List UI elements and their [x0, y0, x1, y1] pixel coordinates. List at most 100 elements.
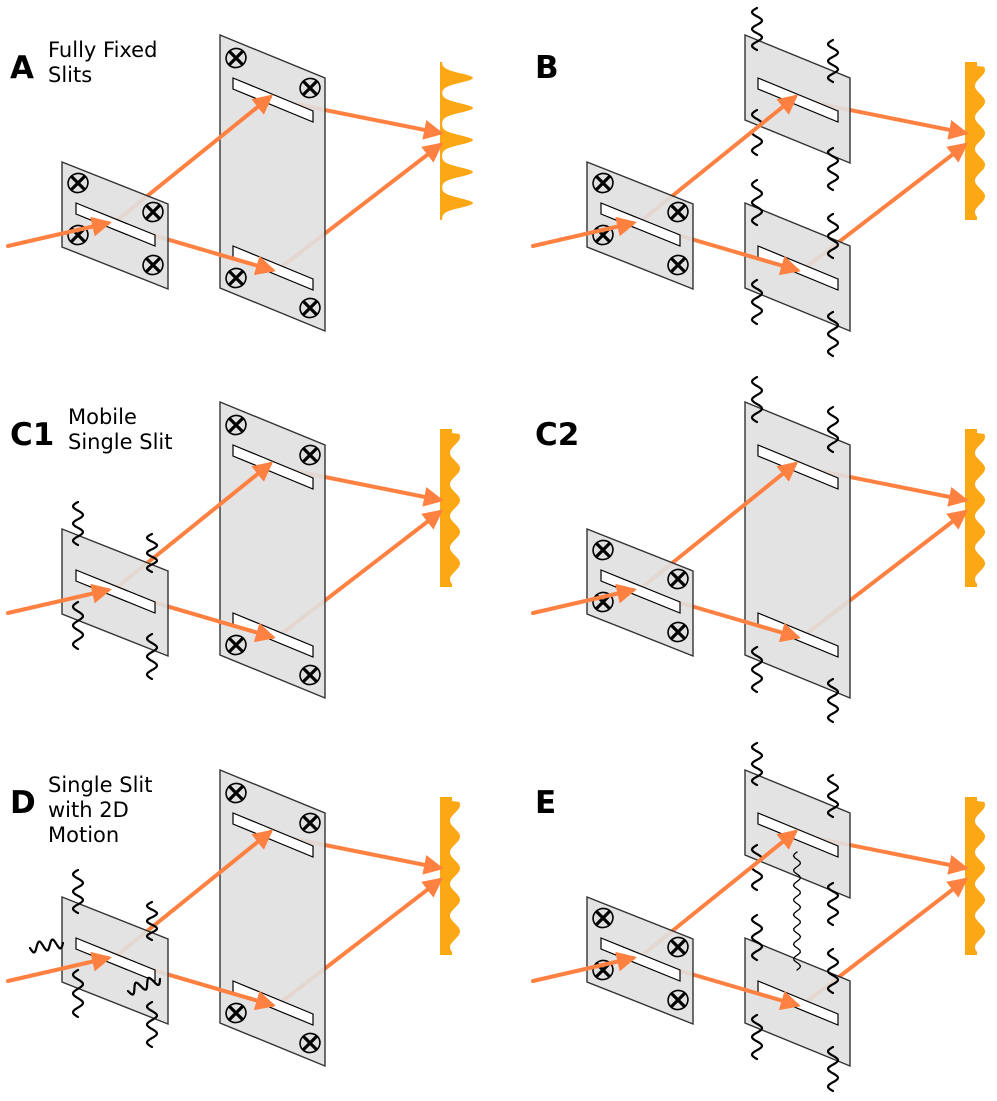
screw-icon: [667, 201, 689, 223]
screw-cross: [228, 417, 244, 433]
interference-pattern: [440, 797, 460, 955]
panel-title-line: Motion: [48, 823, 119, 847]
panel-title-line: Single Slit: [68, 430, 172, 454]
light-ray: [531, 951, 637, 983]
screw-cross: [302, 80, 318, 96]
spring-icon: [750, 375, 764, 424]
spring-icon: [826, 947, 840, 995]
panel-title-line: Slits: [48, 63, 92, 87]
screw-cross: [145, 204, 161, 220]
screw-icon: [667, 568, 689, 590]
spring-icon: [792, 851, 802, 971]
screw-icon: [299, 664, 321, 686]
slit: [600, 937, 681, 982]
screw-cross: [302, 1035, 318, 1051]
slit: [600, 569, 681, 614]
panel-letter: E: [535, 785, 556, 821]
spring-icon: [145, 1000, 159, 1049]
panel-letter: D: [10, 785, 36, 821]
panel-letter: C1: [10, 417, 54, 453]
light-ray: [531, 216, 637, 248]
spring-icon: [826, 212, 840, 260]
screw-icon: [299, 444, 321, 466]
screw-cross: [302, 300, 318, 316]
screw-cross: [670, 939, 686, 955]
spring-icon: [826, 38, 840, 84]
spring-icon: [145, 532, 159, 574]
screw-cross: [670, 571, 686, 587]
spring-icon: [750, 278, 764, 326]
screw-cross: [228, 50, 244, 66]
spring-icon: [71, 868, 85, 915]
screw-icon: [667, 989, 689, 1011]
spring-icon: [28, 938, 65, 954]
slit: [75, 202, 156, 247]
spring-icon: [826, 310, 840, 358]
light-ray: [6, 583, 112, 615]
screw-icon: [142, 201, 164, 223]
spring-icon: [145, 900, 159, 942]
screw-icon: [142, 254, 164, 276]
spring-icon: [71, 500, 85, 547]
screw-cross: [595, 910, 611, 926]
screw-cross: [302, 815, 318, 831]
spring-icon: [750, 645, 764, 694]
screw-cross: [228, 785, 244, 801]
screw-icon: [299, 812, 321, 834]
screw-cross: [228, 1005, 244, 1021]
slit: [75, 937, 156, 982]
interference-pattern: [440, 429, 460, 587]
light-ray: [531, 583, 637, 615]
panel-title-line: with 2D: [48, 798, 129, 822]
screw-cross: [595, 542, 611, 558]
screw-cross: [302, 447, 318, 463]
screw-icon: [225, 414, 247, 436]
screw-icon: [299, 297, 321, 319]
screw-cross: [670, 624, 686, 640]
screw-icon: [225, 782, 247, 804]
spring-icon: [750, 178, 764, 227]
spring-icon: [826, 773, 840, 819]
spring-icon: [126, 976, 162, 996]
spring-icon: [750, 1013, 764, 1061]
spring-icon: [826, 881, 840, 927]
spring-icon: [826, 1045, 840, 1093]
screw-icon: [225, 634, 247, 656]
slit: [600, 202, 681, 247]
screw-icon: [299, 77, 321, 99]
spring-icon: [145, 632, 159, 681]
spring-icon: [750, 6, 764, 52]
screw-icon: [667, 936, 689, 958]
spring-icon: [826, 146, 840, 192]
panel-letter: A: [10, 50, 34, 86]
screw-icon: [592, 539, 614, 561]
screw-cross: [145, 257, 161, 273]
screw-cross: [70, 175, 86, 191]
screw-icon: [592, 172, 614, 194]
screw-icon: [67, 172, 89, 194]
screw-icon: [299, 1032, 321, 1054]
light-ray: [6, 216, 112, 248]
spring-icon: [750, 913, 764, 962]
screw-cross: [228, 270, 244, 286]
spring-icon: [750, 741, 764, 787]
spring-icon: [826, 677, 840, 724]
spring-icon: [71, 600, 85, 651]
panel-e: ETwo MobileSlits withCoupling: [531, 741, 985, 1093]
interference-pattern: [965, 797, 985, 955]
screw-icon: [667, 254, 689, 276]
screw-cross: [595, 175, 611, 191]
screw-icon: [225, 1002, 247, 1024]
screw-icon: [225, 267, 247, 289]
panel-letter: C2: [535, 417, 579, 453]
interference-pattern: [965, 62, 985, 220]
screw-icon: [667, 621, 689, 643]
screw-icon: [592, 907, 614, 929]
screw-cross: [302, 667, 318, 683]
slit: [75, 569, 156, 614]
screw-cross: [670, 992, 686, 1008]
spring-icon: [826, 405, 840, 454]
